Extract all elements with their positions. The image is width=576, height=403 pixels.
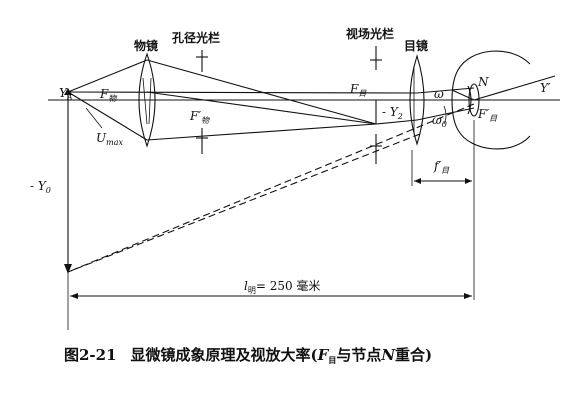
- focal-eye-label: f′目: [433, 159, 450, 175]
- eyepiece-label: 目镜: [404, 38, 428, 53]
- dimension-lines: [67, 105, 475, 330]
- omega0-label: ω0: [432, 113, 447, 129]
- distance-label: l明= 250 毫米: [244, 278, 320, 295]
- y-prime-label: Y′: [540, 81, 551, 95]
- objective-lens: [138, 52, 156, 148]
- aperture-stop: [196, 50, 208, 154]
- f-eye-prime-label: F′目: [477, 107, 498, 123]
- eyepiece-lens: [409, 54, 425, 146]
- f-eye-label: F目: [349, 82, 367, 98]
- objective-label: 物镜: [134, 38, 158, 53]
- nodal-point-label: N: [477, 75, 489, 89]
- u-max-label: Umax: [96, 131, 123, 147]
- f-obj-prime-label: F′物: [189, 109, 210, 125]
- virtual-image-rays: [67, 103, 475, 273]
- field-stop-label: 视场光栏: [346, 26, 394, 41]
- aperture-stop-label: 孔径光栏: [172, 30, 220, 45]
- omega-label: ω: [434, 87, 444, 101]
- neg-y0-label: - Y0: [30, 179, 51, 195]
- y-a-label: YA: [59, 86, 73, 102]
- ray-paths: [67, 59, 556, 141]
- f-obj-label: F物: [99, 87, 117, 103]
- neg-y2-label: - Y2: [382, 105, 403, 121]
- virtual-image-arrow: [64, 100, 72, 274]
